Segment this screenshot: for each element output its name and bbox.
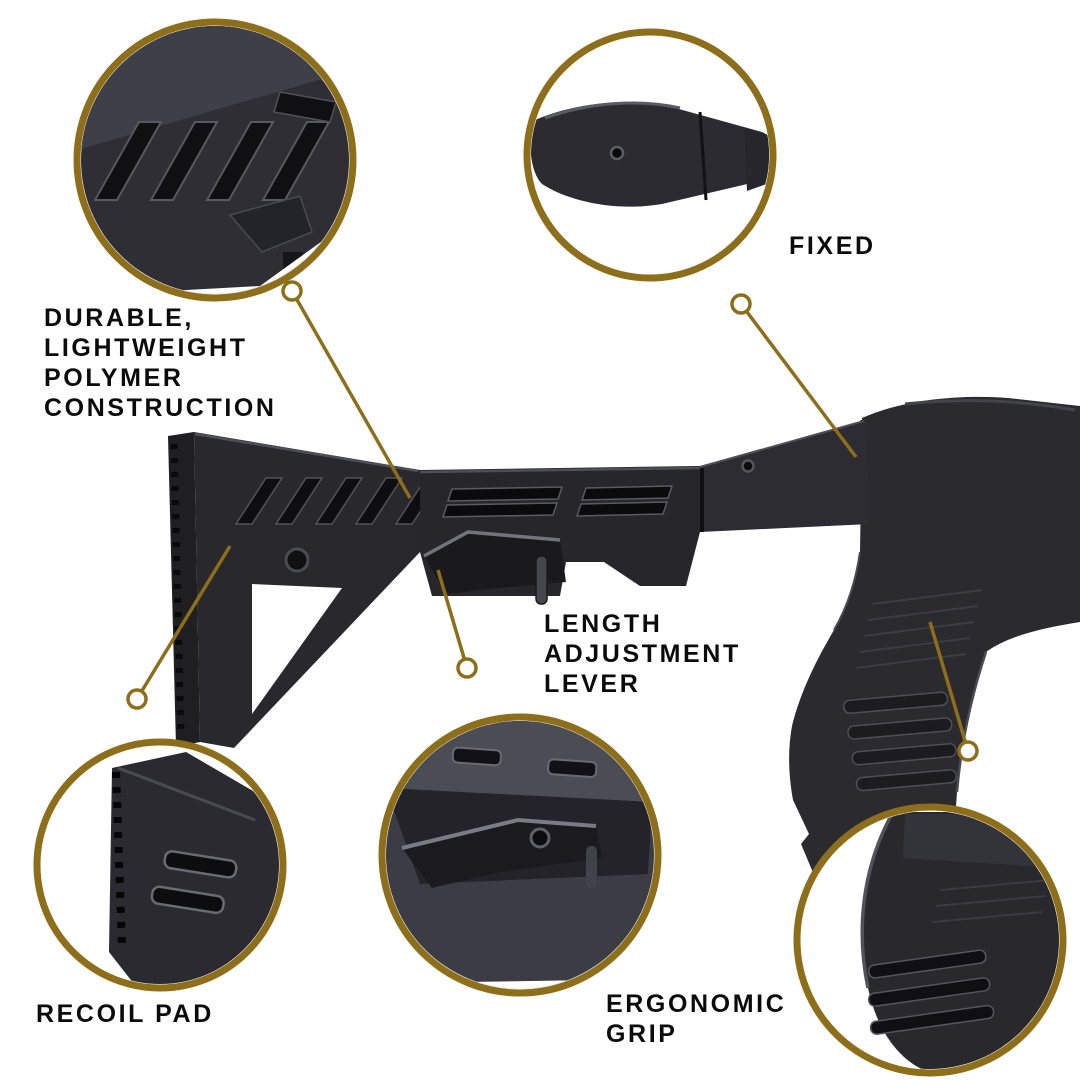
polymer-texture-detail [81,26,349,294]
zoom-inset-lever [378,713,662,997]
zoom-inset-grip [793,803,1067,1077]
zoom-inset-recoil [33,738,287,992]
fixed-joint-detail [531,101,769,207]
label-durable-line1: DURABLE, [44,304,194,332]
label-length-adjustment: LENGTH ADJUSTMENT LEVER [544,609,741,699]
grip-texture-panel [855,589,983,669]
label-ergonomic-line1: ERGONOMIC [606,990,787,1018]
fixed-joint [699,420,870,532]
label-ergonomic-grip: ERGONOMIC GRIP [606,989,786,1049]
recoil-pad [168,432,200,747]
callout-line-grip [928,621,970,752]
label-fixed: FIXED [789,231,876,261]
label-durable-line2: LIGHTWEIGHT [44,334,248,362]
label-fixed-text: FIXED [789,232,876,260]
callout-dot-recoil [126,688,148,710]
zoom-inset-fixed [523,28,777,282]
label-length-line2: ADJUSTMENT [544,640,741,668]
label-durable-line3: POLYMER [44,364,184,392]
label-recoil-pad-text: RECOIL PAD [36,1000,214,1028]
callout-dot-lever [456,657,478,679]
callout-line-recoil [135,545,232,700]
label-durable-line4: CONSTRUCTION [44,394,277,422]
label-length-line1: LENGTH [544,610,663,638]
butt-stock [194,432,444,748]
buffer-tube-section [419,466,701,605]
callout-line-polymer [290,290,412,499]
length-adjustment-lever [423,530,566,605]
callout-dot-fixed [730,293,752,315]
callout-line-lever [436,569,469,669]
zoom-inset-polymer [73,18,357,302]
length-adjustment-lever-detail [386,721,654,989]
callout-lines [126,280,979,762]
label-recoil-pad: RECOIL PAD [36,999,214,1029]
label-length-line3: LEVER [544,670,641,698]
label-durable: DURABLE, LIGHTWEIGHT POLYMER CONSTRUCTIO… [44,303,277,423]
callout-line-fixed [739,302,858,459]
callout-dot-grip [957,740,979,762]
grip-groove-ridges [842,691,958,792]
label-ergonomic-line2: GRIP [606,1020,678,1048]
recoil-pad-detail [109,752,279,984]
callout-dot-polymer [281,280,303,302]
